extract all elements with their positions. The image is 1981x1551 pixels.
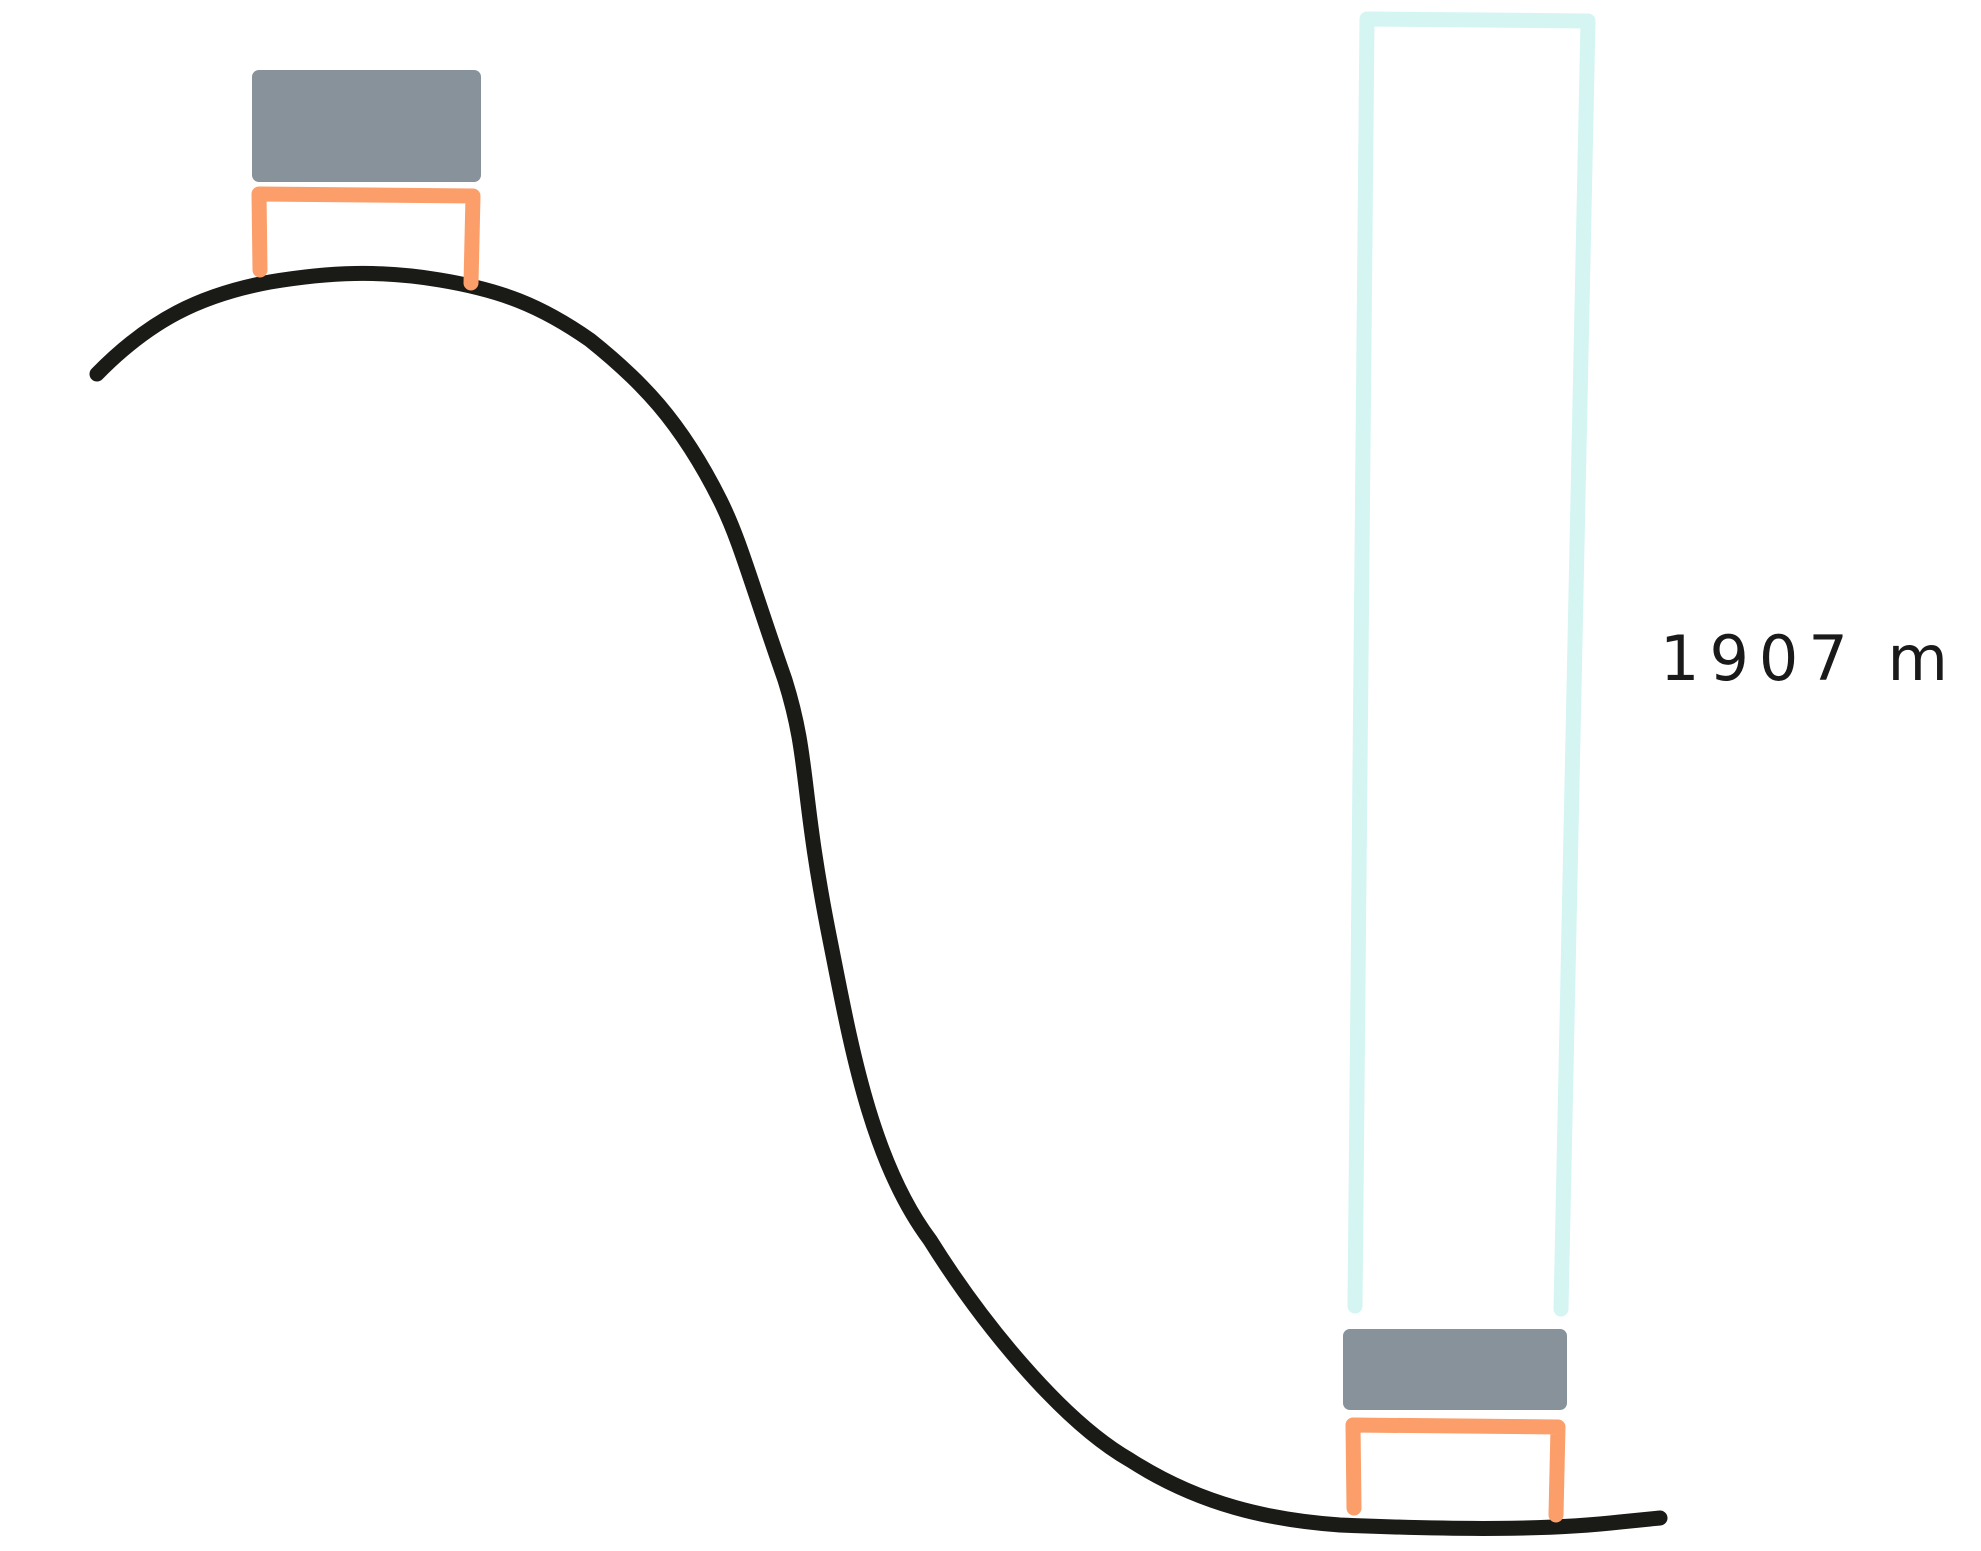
terrain-curve xyxy=(89,265,1668,1536)
upper-block xyxy=(252,70,481,182)
lower-block xyxy=(1343,1329,1567,1410)
height-label: 1907 m xyxy=(1660,622,1958,695)
upper-stand xyxy=(251,186,481,291)
height-column xyxy=(1347,11,1596,1317)
lower-stand xyxy=(1345,1417,1566,1523)
